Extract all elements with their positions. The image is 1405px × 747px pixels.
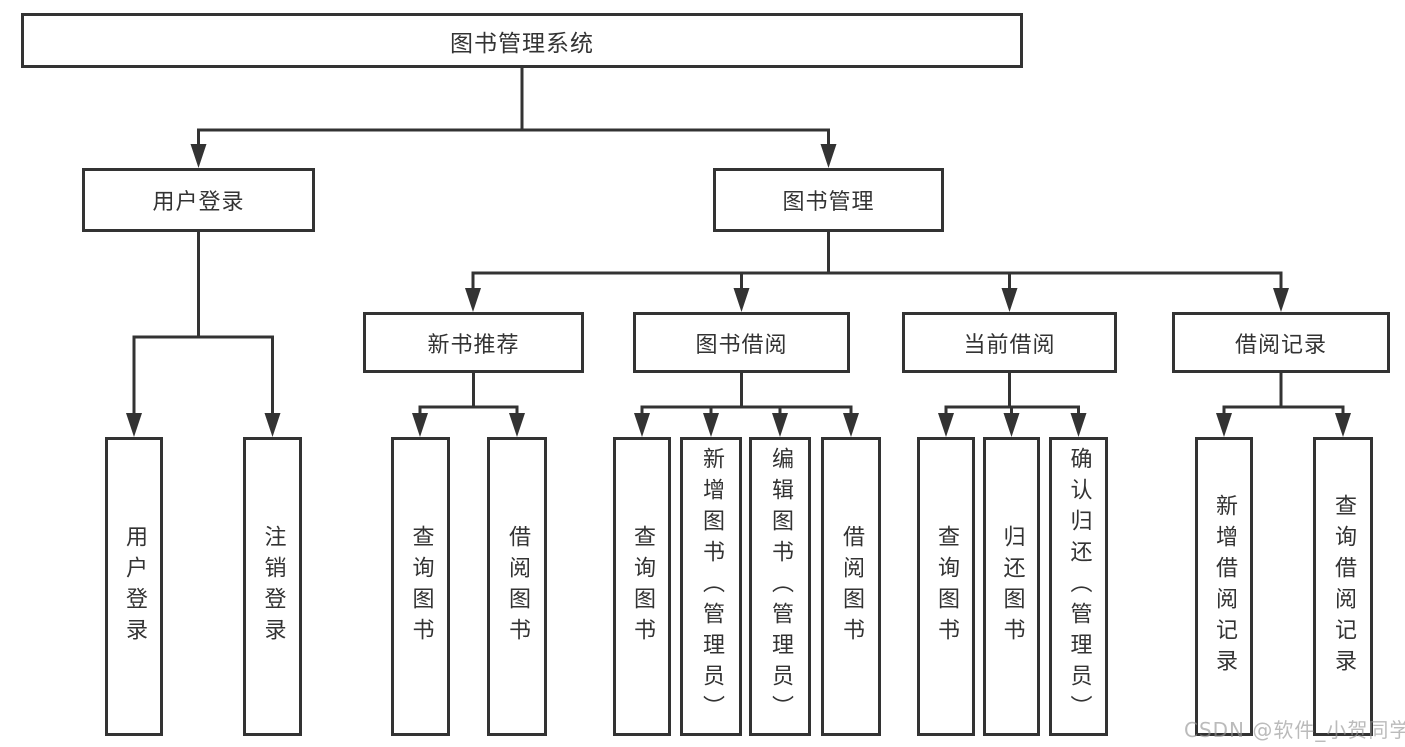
leaf-logout: 注销登录 [243,437,302,736]
leaf-query-books-borrowing: 查询图书 [613,437,671,736]
leaf-query-books-current: 查询图书 [917,437,975,736]
node-borrowing-records: 借阅记录 [1172,312,1390,373]
leaf-query-books-recommend: 查询图书 [391,437,450,736]
leaf-add-books-admin: 新增图书（管理员） [680,437,742,736]
leaf-return-books: 归还图书 [983,437,1040,736]
node-book-management-module: 图书管理 [713,168,944,232]
leaf-borrow-books: 借阅图书 [821,437,881,736]
node-user-login-module: 用户登录 [82,168,315,232]
node-new-book-recommendation: 新书推荐 [363,312,584,373]
leaf-query-borrow-record: 查询借阅记录 [1313,437,1373,736]
leaf-add-borrow-record: 新增借阅记录 [1195,437,1253,736]
node-current-borrowing: 当前借阅 [902,312,1117,373]
arrowheads [126,144,1351,437]
leaf-borrow-books-recommend: 借阅图书 [487,437,547,736]
csdn-watermark: CSDN @软件_小贺同学 [1184,718,1405,742]
node-library-management-system: 图书管理系统 [21,13,1023,68]
leaf-user-login: 用户登录 [105,437,163,736]
leaf-confirm-return-admin: 确认归还（管理员） [1049,437,1108,736]
node-book-borrowing: 图书借阅 [633,312,850,373]
leaf-edit-books-admin: 编辑图书（管理员） [749,437,811,736]
